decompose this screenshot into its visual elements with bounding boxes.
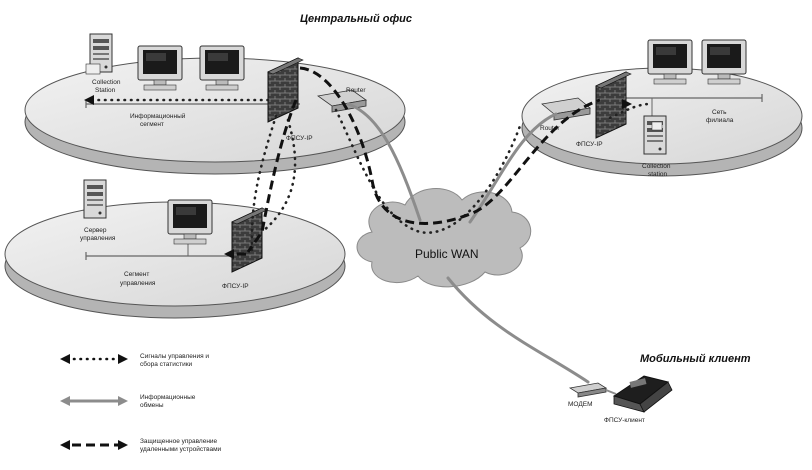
- central-lan-bus: [85, 100, 300, 108]
- line-arrowheads: [84, 95, 632, 259]
- branch-network-label: Сеть: [712, 109, 727, 116]
- collection-station-central: Collection Station: [85, 33, 121, 94]
- modem-link: [605, 389, 617, 395]
- management-server: Сервер управления: [80, 179, 116, 242]
- branch-collection-station-label: Collection: [642, 163, 671, 170]
- fpsu-label-central: ФПСУ-IP: [286, 135, 313, 142]
- firewall-central: ФПСУ-IP: [267, 57, 313, 142]
- mobile-client-title: Мобильный клиент: [640, 353, 751, 365]
- management-signal-lines: [90, 98, 652, 252]
- branch-network-label: филиала: [706, 117, 734, 124]
- modem: МОДЕМ: [568, 382, 608, 408]
- collection-station-label: Station: [95, 87, 116, 94]
- central-office-title: Центральный офис: [300, 13, 412, 25]
- legend-label: Сигналы управления и: [140, 353, 209, 360]
- branch-lan-bus: [626, 94, 763, 118]
- management-segment-label: управления: [120, 280, 156, 287]
- legend-label: обмены: [140, 401, 164, 409]
- fpsu-label-management: ФПСУ-IP: [222, 283, 249, 290]
- legend-item-info: Информационные обмены: [60, 394, 196, 409]
- public-wan-cloud: Public WAN: [356, 188, 532, 288]
- info-segment-label: Информационный: [130, 112, 186, 120]
- management-server-label: Сервер: [84, 227, 107, 234]
- management-server-label: управления: [80, 235, 116, 242]
- mobile-laptop: ФПСУ-клиент: [604, 375, 673, 424]
- router-label-central: Router: [346, 87, 366, 94]
- legend: Сигналы управления и сбора статистики Ин…: [60, 353, 222, 453]
- legend-label: Информационные: [140, 394, 196, 401]
- wan-label: Public WAN: [415, 247, 479, 261]
- firewall-management: ФПСУ-IP: [222, 207, 268, 290]
- router-central: Router: [316, 87, 368, 113]
- mobile-client-label: ФПСУ-клиент: [604, 417, 645, 424]
- branch-collection-station-label: station: [648, 171, 668, 178]
- legend-label: удаленными устройствами: [140, 445, 222, 453]
- management-segment-label: Сегмент: [124, 271, 149, 278]
- collection-station-label: Collection: [92, 79, 121, 86]
- router-label-branch: Router: [540, 125, 560, 132]
- fpsu-label-branch: ФПСУ-IP: [576, 141, 603, 148]
- legend-item-secure: Защищенное управление удаленными устройс…: [60, 438, 222, 453]
- central-office-platform: [24, 57, 406, 175]
- modem-label: МОДЕМ: [568, 401, 592, 408]
- info-segment-label: сегмент: [140, 121, 164, 128]
- legend-label: Защищенное управление: [140, 438, 218, 445]
- legend-item-signals: Сигналы управления и сбора статистики: [60, 353, 209, 368]
- collection-station-branch: Collection station: [642, 115, 671, 178]
- firewall-branch: ФПСУ-IP: [576, 71, 632, 148]
- info-exchange-lines: [346, 102, 590, 384]
- legend-label: сбора статистики: [140, 360, 193, 368]
